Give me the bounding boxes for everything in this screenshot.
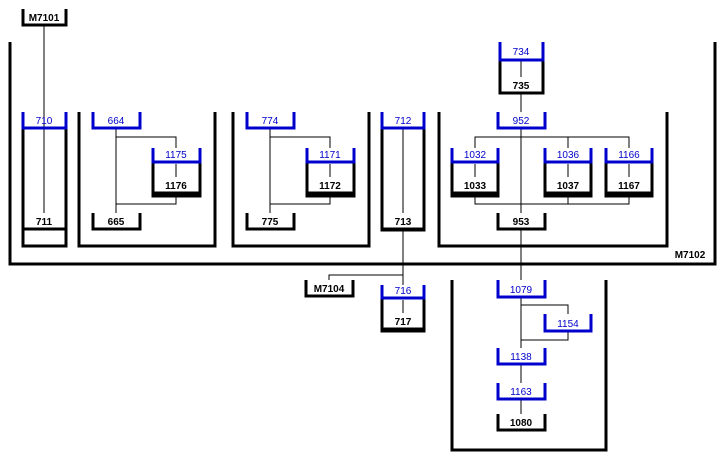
container-1036 xyxy=(543,148,593,198)
container-1171 xyxy=(305,148,356,198)
container-774 xyxy=(231,112,371,248)
label-710: 710 xyxy=(36,116,53,127)
container-716 xyxy=(380,285,426,333)
label-1138: 1138 xyxy=(510,352,532,363)
label-665: 665 xyxy=(108,217,125,228)
bracket-735 xyxy=(498,77,545,95)
bracket-734 xyxy=(498,42,545,62)
bracket-710 xyxy=(21,112,68,130)
bracket-1037 xyxy=(543,177,593,195)
connector-branches-953 xyxy=(474,196,630,205)
connector-1154-1138 xyxy=(521,331,569,341)
bracket-713 xyxy=(380,213,426,231)
connector-1079-1154 xyxy=(521,304,569,314)
blue-brackets xyxy=(21,42,654,401)
label-1163: 1163 xyxy=(510,387,532,398)
label-953: 953 xyxy=(513,217,530,228)
containers xyxy=(8,42,717,452)
bracket-1175 xyxy=(151,148,202,164)
label-1167: 1167 xyxy=(618,181,640,192)
label-1154: 1154 xyxy=(557,319,579,330)
bracket-716 xyxy=(380,285,426,300)
bracket-m7101 xyxy=(21,9,68,27)
container-710 xyxy=(21,112,68,248)
connector-lines xyxy=(43,25,630,414)
label-717: 717 xyxy=(395,317,412,328)
container-1032 xyxy=(450,148,500,198)
label-1037: 1037 xyxy=(557,181,580,192)
node-labels: M7101 710 711 664 665 1175 1176 774 775 … xyxy=(29,13,706,429)
label-712: 712 xyxy=(395,116,412,127)
connector-713-m7104 xyxy=(328,230,404,280)
bracket-775 xyxy=(245,213,296,231)
bracket-1032 xyxy=(450,148,500,164)
bracket-712 xyxy=(380,112,426,130)
label-1166: 1166 xyxy=(618,150,640,161)
container-1175 xyxy=(151,148,202,198)
label-1036: 1036 xyxy=(557,150,580,161)
label-m7101: M7101 xyxy=(29,13,60,24)
label-711: 711 xyxy=(36,217,53,228)
container-952 xyxy=(437,112,669,248)
connector-664-1175 xyxy=(116,136,177,148)
bracket-1166 xyxy=(604,148,654,164)
bracket-1154 xyxy=(543,314,593,333)
label-1032: 1032 xyxy=(464,150,487,161)
connector-952-branches xyxy=(474,136,630,148)
label-1033: 1033 xyxy=(464,181,487,192)
label-1175: 1175 xyxy=(165,150,187,161)
bracket-1079 xyxy=(496,280,547,299)
label-713: 713 xyxy=(395,217,412,228)
label-734: 734 xyxy=(513,47,530,58)
bracket-953 xyxy=(496,213,547,231)
bracket-664 xyxy=(91,112,142,130)
bracket-665 xyxy=(91,213,142,231)
label-775: 775 xyxy=(262,217,279,228)
connector-1172-775 xyxy=(270,196,331,205)
label-716: 716 xyxy=(395,286,412,297)
bracket-1171 xyxy=(305,148,356,164)
bracket-1036 xyxy=(543,148,593,164)
label-1080: 1080 xyxy=(510,418,533,429)
label-774: 774 xyxy=(262,116,279,127)
connector-1176-665 xyxy=(116,196,177,205)
label-1079: 1079 xyxy=(510,285,533,296)
bracket-1033 xyxy=(450,177,500,195)
label-735: 735 xyxy=(513,81,530,92)
bracket-1176 xyxy=(151,177,202,195)
bracket-1138 xyxy=(496,348,547,366)
container-1079 xyxy=(450,280,608,452)
bracket-711 xyxy=(21,213,68,231)
label-m7104: M7104 xyxy=(314,284,345,295)
bracket-1080 xyxy=(496,414,547,432)
bracket-1172 xyxy=(305,177,356,195)
container-1166 xyxy=(604,148,654,198)
label-1176: 1176 xyxy=(165,181,187,192)
bracket-m7104 xyxy=(304,280,355,298)
black-brackets xyxy=(21,9,654,432)
label-m7102: M7102 xyxy=(675,250,706,261)
label-664: 664 xyxy=(108,116,125,127)
label-1171: 1171 xyxy=(319,150,341,161)
bracket-717 xyxy=(380,313,426,331)
container-m7102 xyxy=(8,42,717,266)
label-952: 952 xyxy=(513,116,530,127)
bracket-1167 xyxy=(604,177,654,195)
container-664 xyxy=(77,112,217,248)
bracket-1163 xyxy=(496,383,547,401)
bracket-774 xyxy=(245,112,296,130)
label-1172: 1172 xyxy=(319,181,341,192)
bracket-952 xyxy=(496,112,547,130)
connector-774-1171 xyxy=(270,136,331,148)
